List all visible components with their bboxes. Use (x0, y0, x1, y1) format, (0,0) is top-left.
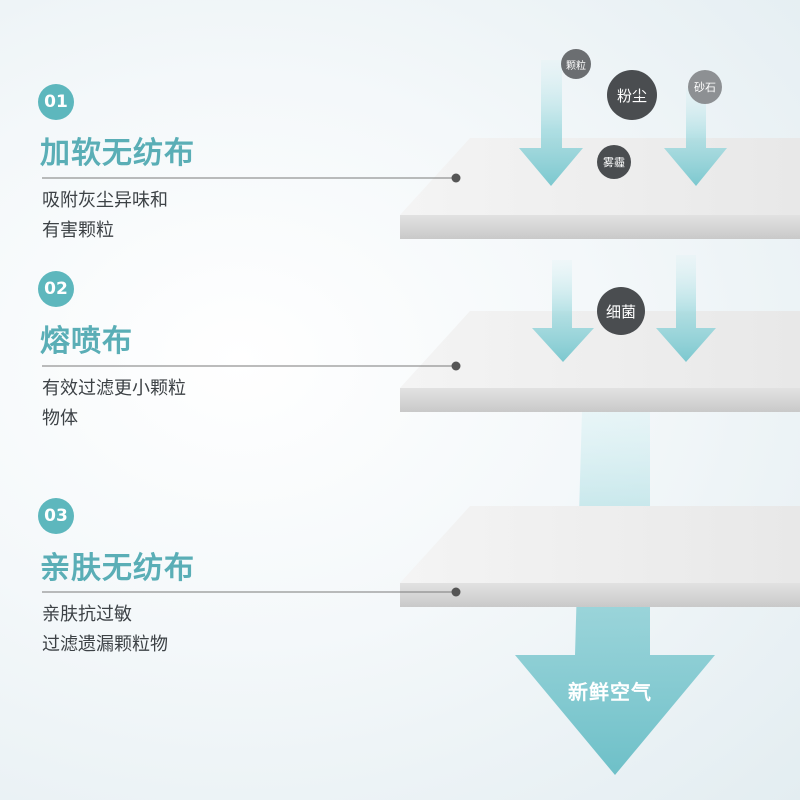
step-title: 熔喷布 (40, 324, 133, 359)
fresh-air-label: 新鲜空气 (568, 680, 652, 704)
description-line: 亲肤抗过敏 (42, 604, 132, 625)
step-number-badge: 03 (38, 498, 74, 534)
connector-dot-2 (451, 361, 461, 371)
particle-granule-bubble: 颗粒 (561, 49, 591, 79)
description-line: 物体 (42, 408, 78, 429)
connector-dot-3 (451, 587, 461, 597)
step-description: 吸附灰尘异味和 有害颗粒 (42, 186, 262, 246)
description-line: 有害颗粒 (42, 220, 114, 241)
description-line: 有效过滤更小颗粒 (42, 378, 186, 399)
particle-bacteria-bubble: 细菌 (597, 287, 645, 335)
connector-dot-1 (451, 173, 461, 183)
down-arrow-1 (519, 60, 583, 186)
down-arrow-3 (532, 260, 594, 362)
step-title: 加软无纺布 (40, 136, 195, 171)
filter-layer-2 (400, 311, 800, 412)
description-line: 过滤遗漏颗粒物 (42, 634, 168, 655)
filter-layer-3 (400, 506, 800, 607)
down-arrow-2 (664, 88, 727, 186)
particle-dust-bubble: 粉尘 (607, 70, 657, 120)
down-arrow-4 (656, 255, 716, 362)
particle-sand-bubble: 砂石 (688, 70, 722, 104)
step-number-badge: 02 (38, 271, 74, 307)
step-number-badge: 01 (38, 84, 74, 120)
step-title: 亲肤无纺布 (40, 551, 195, 586)
step-description: 亲肤抗过敏 过滤遗漏颗粒物 (42, 600, 262, 660)
description-line: 吸附灰尘异味和 (42, 190, 168, 211)
step-description: 有效过滤更小颗粒 物体 (42, 374, 262, 434)
particle-smog-bubble: 雾霾 (597, 145, 631, 179)
